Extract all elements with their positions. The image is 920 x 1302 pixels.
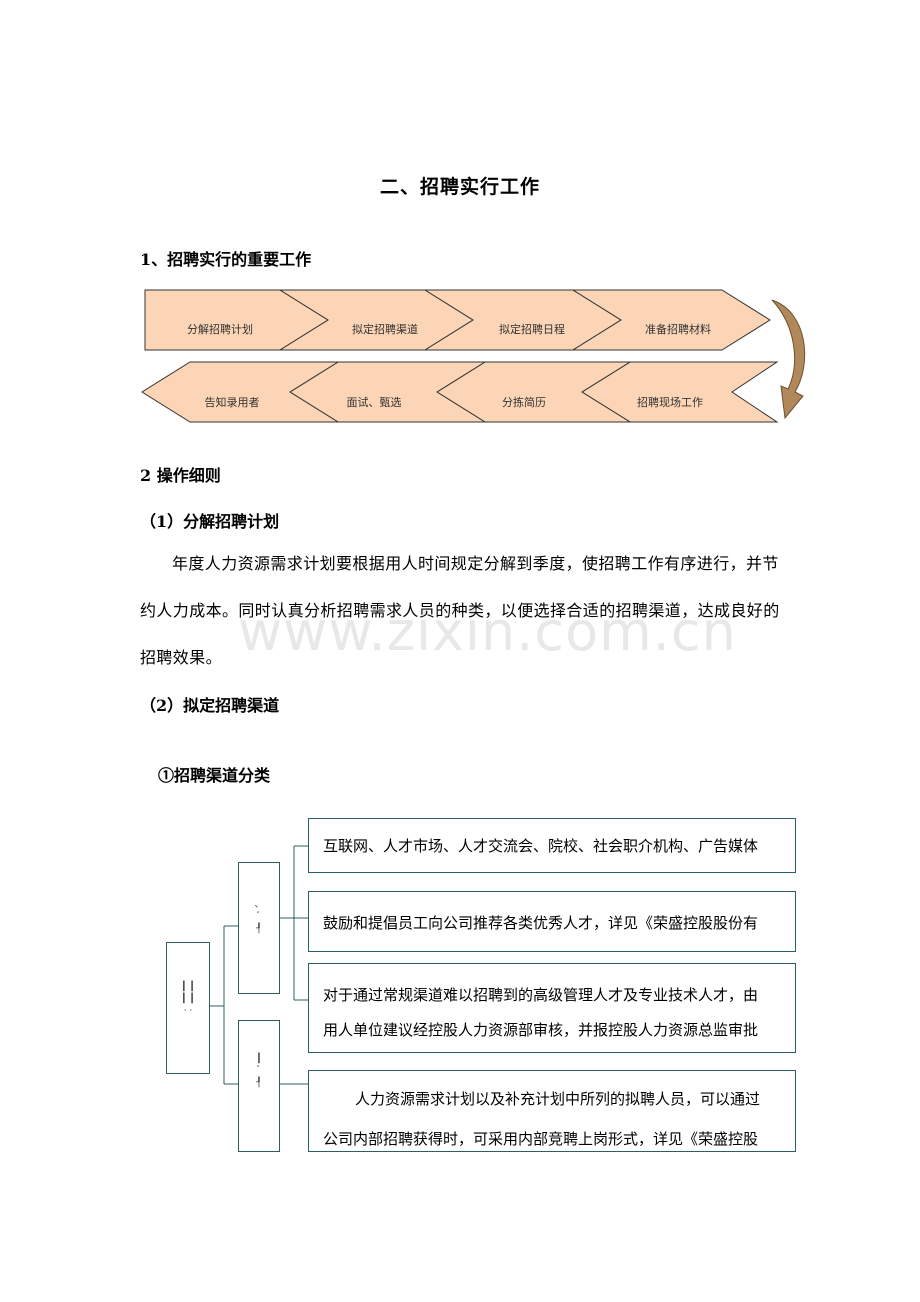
channel-text-3b: 用人单位建议经控股人力资源部审核，并报控股人力资源总监审批 xyxy=(323,1021,759,1039)
flow-label-4: 准备招聘材料 xyxy=(645,322,711,336)
channel-text-3a: 对于通过常规渠道难以招聘到的高级管理人才及专业技术人才，由 xyxy=(323,986,759,1004)
internal-branch-box: ┃ﾞ┦ xyxy=(238,1020,280,1152)
top-row-chevrons xyxy=(144,289,771,351)
flow-step-4 xyxy=(571,289,771,351)
flow-label-2: 拟定招聘渠道 xyxy=(352,322,418,336)
channel-box-referral: 鼓励和提倡员工向公司推荐各类优秀人才，详见《荣盛控股股份有 xyxy=(308,891,796,952)
channel-text-1: 互联网、人才市场、人才交流会、院校、社会职介机构、广告媒体 xyxy=(323,837,759,855)
watermark: www.zixin.com.cn xyxy=(238,600,737,663)
flow-label-7: 面试、甄选 xyxy=(347,396,402,409)
section-heading-2: 2 操作细则 xyxy=(140,466,221,485)
channel-box-headhunter: 对于通过常规渠道难以招聘到的高级管理人才及专业技术人才，由 用人单位建议经控股人… xyxy=(308,963,796,1053)
flow-label-5: 招聘现场工作 xyxy=(637,395,703,409)
channel-text-4a: 人力资源需求计划以及补充计划中所列的拟聘人员，可以通过 xyxy=(355,1090,761,1108)
subheading-3: ①招聘渠道分类 xyxy=(158,766,271,785)
flow-label-3: 拟定招聘日程 xyxy=(499,322,565,336)
bottom-row-chevrons xyxy=(141,361,779,423)
channel-text-4b: 公司内部招聘获得时，可采用内部竞聘上岗形式，详见《荣盛控股 xyxy=(323,1130,759,1148)
root-box: ┃ ┃┃ ┃· · xyxy=(166,942,210,1074)
subheading-1: （1）分解招聘计划 xyxy=(140,512,280,531)
flow-step-8 xyxy=(141,361,340,423)
page-title: 二、招聘实行工作 xyxy=(379,176,540,198)
subheading-2: （2）拟定招聘渠道 xyxy=(140,696,280,715)
channel-text-2: 鼓励和提倡员工向公司推荐各类优秀人才，详见《荣盛控股股份有 xyxy=(323,914,759,932)
external-branch-box: 、ﾞ┦ xyxy=(238,862,280,994)
flow-label-8: 告知录用者 xyxy=(205,395,260,409)
channel-box-internal: 人力资源需求计划以及补充计划中所列的拟聘人员，可以通过 公司内部招聘获得时，可采… xyxy=(308,1070,796,1152)
turn-arrow-icon xyxy=(771,299,806,420)
paragraph-1: 年度人力资源需求计划要根据用人时间规定分解到季度，使招聘工作有序进行，并节约人力… xyxy=(140,554,780,667)
flow-label-6: 分拣简历 xyxy=(502,395,546,409)
flow-label-1: 分解招聘计划 xyxy=(187,322,253,336)
channel-box-internet: 互联网、人才市场、人才交流会、院校、社会职介机构、广告媒体 xyxy=(308,818,796,873)
process-flow-diagram: 分解招聘计划 拟定招聘渠道 拟定招聘日程 准备招聘材料 招聘现场工作 分拣简历 … xyxy=(141,289,806,423)
section-heading-1: 1、招聘实行的重要工作 xyxy=(140,250,312,269)
